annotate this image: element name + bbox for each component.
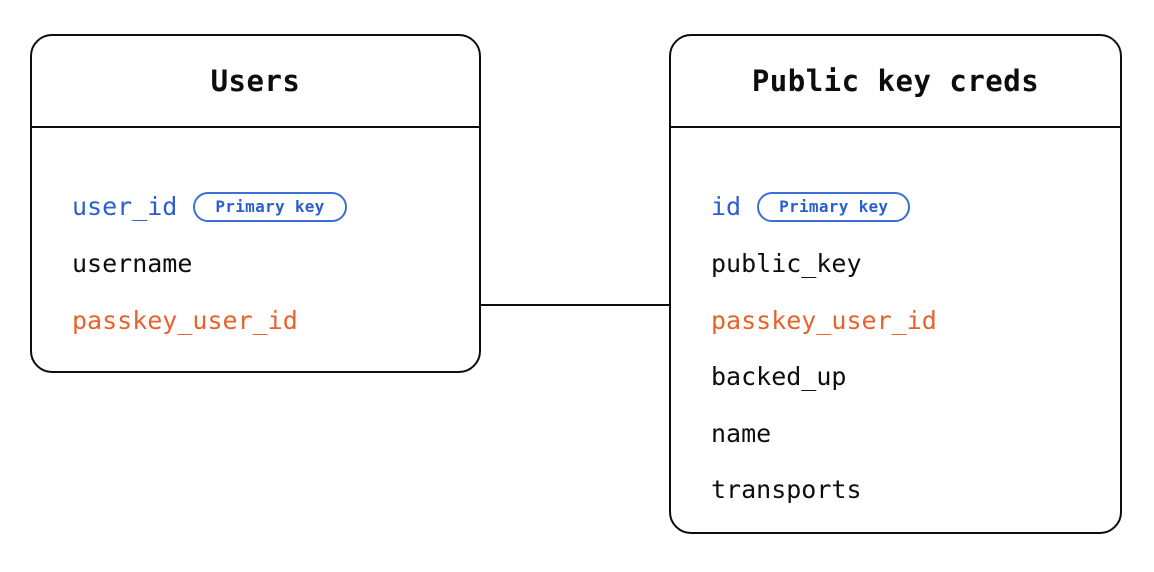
field-label-passkey-user-id: passkey_user_id [72,306,298,335]
field-row-id[interactable]: id Primary key [711,190,911,224]
entity-users-field-list: user_id Primary key username passkey_use… [32,128,479,371]
field-row-backed-up[interactable]: backed_up [711,360,846,394]
field-row-username[interactable]: username [72,247,192,281]
primary-key-badge-label: Primary key [779,197,889,216]
field-label-backed-up: backed_up [711,362,847,391]
entity-users-header: Users [32,36,479,128]
field-row-transports[interactable]: transports [711,473,862,507]
entity-public-key-creds[interactable]: Public key creds id Primary key public_k… [669,34,1122,534]
field-label-id: id [711,192,742,221]
field-row-passkey-user-id[interactable]: passkey_user_id [72,304,298,338]
field-label-passkey-user-id: passkey_user_id [711,306,937,335]
field-row-user-id[interactable]: user_id Primary key [72,190,347,224]
entity-users[interactable]: Users user_id Primary key username passk… [30,34,481,373]
field-label-user-id: user_id [72,192,178,221]
entity-public-key-creds-header: Public key creds [671,36,1120,128]
field-label-public-key: public_key [711,249,862,278]
field-label-username: username [72,249,193,278]
field-label-name: name [711,419,772,448]
field-row-name[interactable]: name [711,417,771,451]
primary-key-badge: Primary key [757,192,911,222]
entity-public-key-creds-field-list: id Primary key public_key passkey_user_i… [671,128,1120,532]
primary-key-badge-label: Primary key [215,197,325,216]
field-row-passkey-user-id[interactable]: passkey_user_id [711,304,937,338]
field-label-transports: transports [711,475,862,504]
entity-public-key-creds-title: Public key creds [751,63,1040,98]
field-row-public-key[interactable]: public_key [711,247,862,281]
relationship-connector-users-to-public-key-creds [479,304,671,306]
entity-users-title: Users [210,63,301,98]
primary-key-badge: Primary key [193,192,347,222]
